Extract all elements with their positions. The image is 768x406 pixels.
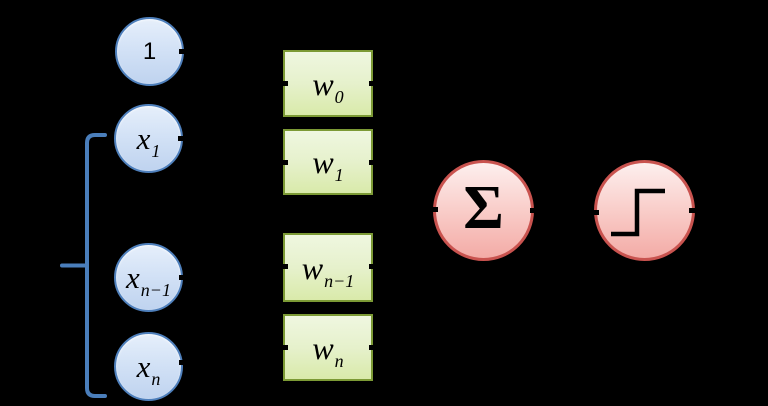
arrow-stub: [429, 207, 438, 212]
weight-label-wn: wn: [312, 329, 344, 371]
arrow-stub: [179, 360, 188, 365]
arrow-stub: [179, 275, 188, 280]
arrow-stub: [179, 49, 188, 54]
bias-label: 1: [142, 37, 157, 65]
arrow-stub: [279, 160, 288, 165]
input-label-xn: xn: [136, 349, 161, 389]
arrow-stub: [590, 210, 599, 215]
arrow-stub: [369, 345, 378, 350]
arrow-stub: [530, 208, 539, 213]
arrow-stub: [178, 136, 187, 141]
arrow-stub: [279, 345, 288, 350]
arrow-stub: [279, 81, 288, 86]
step-function-icon: [611, 188, 665, 237]
arrow-stub: [369, 160, 378, 165]
weight-box-w1: w1: [283, 129, 373, 195]
weight-box-wn: wn: [283, 314, 373, 381]
arrow-stub: [369, 81, 378, 86]
sigma-symbol: Σ: [463, 173, 504, 242]
input-node-bias: 1: [115, 17, 184, 86]
arrow-stub: [279, 264, 288, 269]
weight-label-wn-1: wn−1: [301, 249, 355, 291]
arrow-stub: [369, 264, 378, 269]
weight-box-w0: w0: [283, 50, 373, 117]
weight-box-wn-1: wn−1: [283, 233, 373, 302]
left-brace: [60, 133, 107, 398]
weight-label-w0: w0: [312, 65, 344, 107]
weight-label-w1: w1: [312, 144, 344, 185]
input-node-xn-1: xn−1: [114, 243, 183, 312]
input-label-xn-1: xn−1: [126, 260, 171, 300]
input-label-x1: x1: [136, 121, 161, 161]
arrow-stub: [689, 208, 698, 213]
input-node-x1: x1: [114, 104, 183, 173]
input-node-xn: xn: [114, 332, 183, 401]
activation-node: [594, 160, 695, 261]
summation-node: Σ: [433, 160, 534, 261]
